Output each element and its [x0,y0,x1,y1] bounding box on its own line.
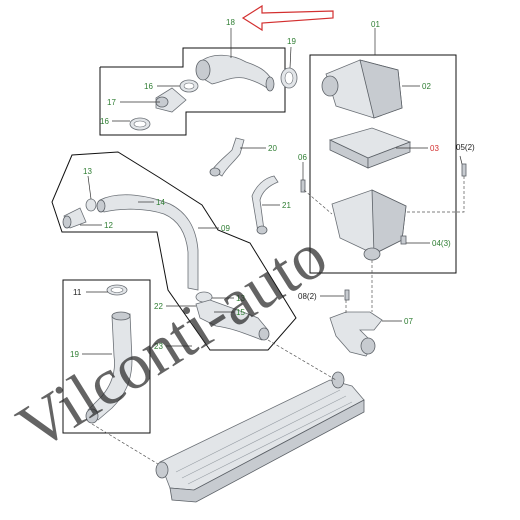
callout-18: 18 [226,18,235,27]
callout-15: 15 [236,308,245,317]
callout-06: 06 [298,153,307,162]
callout-01: 01 [371,20,380,29]
callout-11: 11 [73,288,82,297]
pipe-20-part [209,137,245,177]
hose-clamp-16-lower [129,117,151,131]
callout-09: 09 [221,224,230,233]
callout-23: 23 [154,342,163,351]
air-filter-group-frame [309,54,457,274]
clamp-11-part [106,284,128,296]
clamp-19-upper-part [280,67,298,89]
callout-16b: 16 [100,117,109,126]
leader-19a [289,46,292,69]
dash-line-05 [406,176,465,213]
callout-12: 12 [104,221,113,230]
callout-21: 21 [282,201,291,210]
callout-04: 04(3) [432,239,451,248]
bolt-05-part [461,163,467,177]
callout-20: 20 [268,144,277,153]
bolt-08-part [344,289,350,301]
callout-17: 17 [107,98,116,107]
intake-hose-group-frame [99,47,286,136]
callout-05: 05(2) [456,143,475,152]
leader-13a [87,175,92,200]
callout-08: 08(2) [298,292,317,301]
hose-clamp-16-upper [179,79,199,93]
callout-16a: 16 [144,82,153,91]
callout-07: 07 [404,317,413,326]
intercooler-part [155,371,365,503]
coupler-17-part [155,87,187,113]
pipe-14-part [96,194,199,291]
dash-line-intercooler-right [267,339,337,381]
air-duct-07-part [329,311,383,357]
leader-05 [459,155,463,165]
callout-02: 02 [422,82,431,91]
callout-19a: 19 [287,37,296,46]
intercooler-pipe-group-frame [51,151,297,351]
pipe-21-part [251,175,279,235]
air-filter-lower-housing [331,189,407,261]
bolt-04-part [400,235,407,245]
pipe-19-lower-part [85,311,133,424]
callout-13a: 13 [83,167,92,176]
dash-line-intercooler-left [91,423,159,465]
callout-03: 03 [430,144,439,153]
hose-15-part [195,299,270,341]
callout-22: 22 [154,302,163,311]
callout-13b: 13 [236,294,245,303]
air-filter-cover-02 [321,59,403,119]
red-pointer-arrow [241,4,334,32]
coupler-12-part [62,207,87,229]
intake-hose-part [195,54,275,92]
clamp-13-upper-part [85,198,97,212]
callout-19b: 19 [70,350,79,359]
dash-line-06 [303,189,333,215]
callout-14: 14 [156,198,165,207]
air-filter-element-03 [328,127,412,169]
